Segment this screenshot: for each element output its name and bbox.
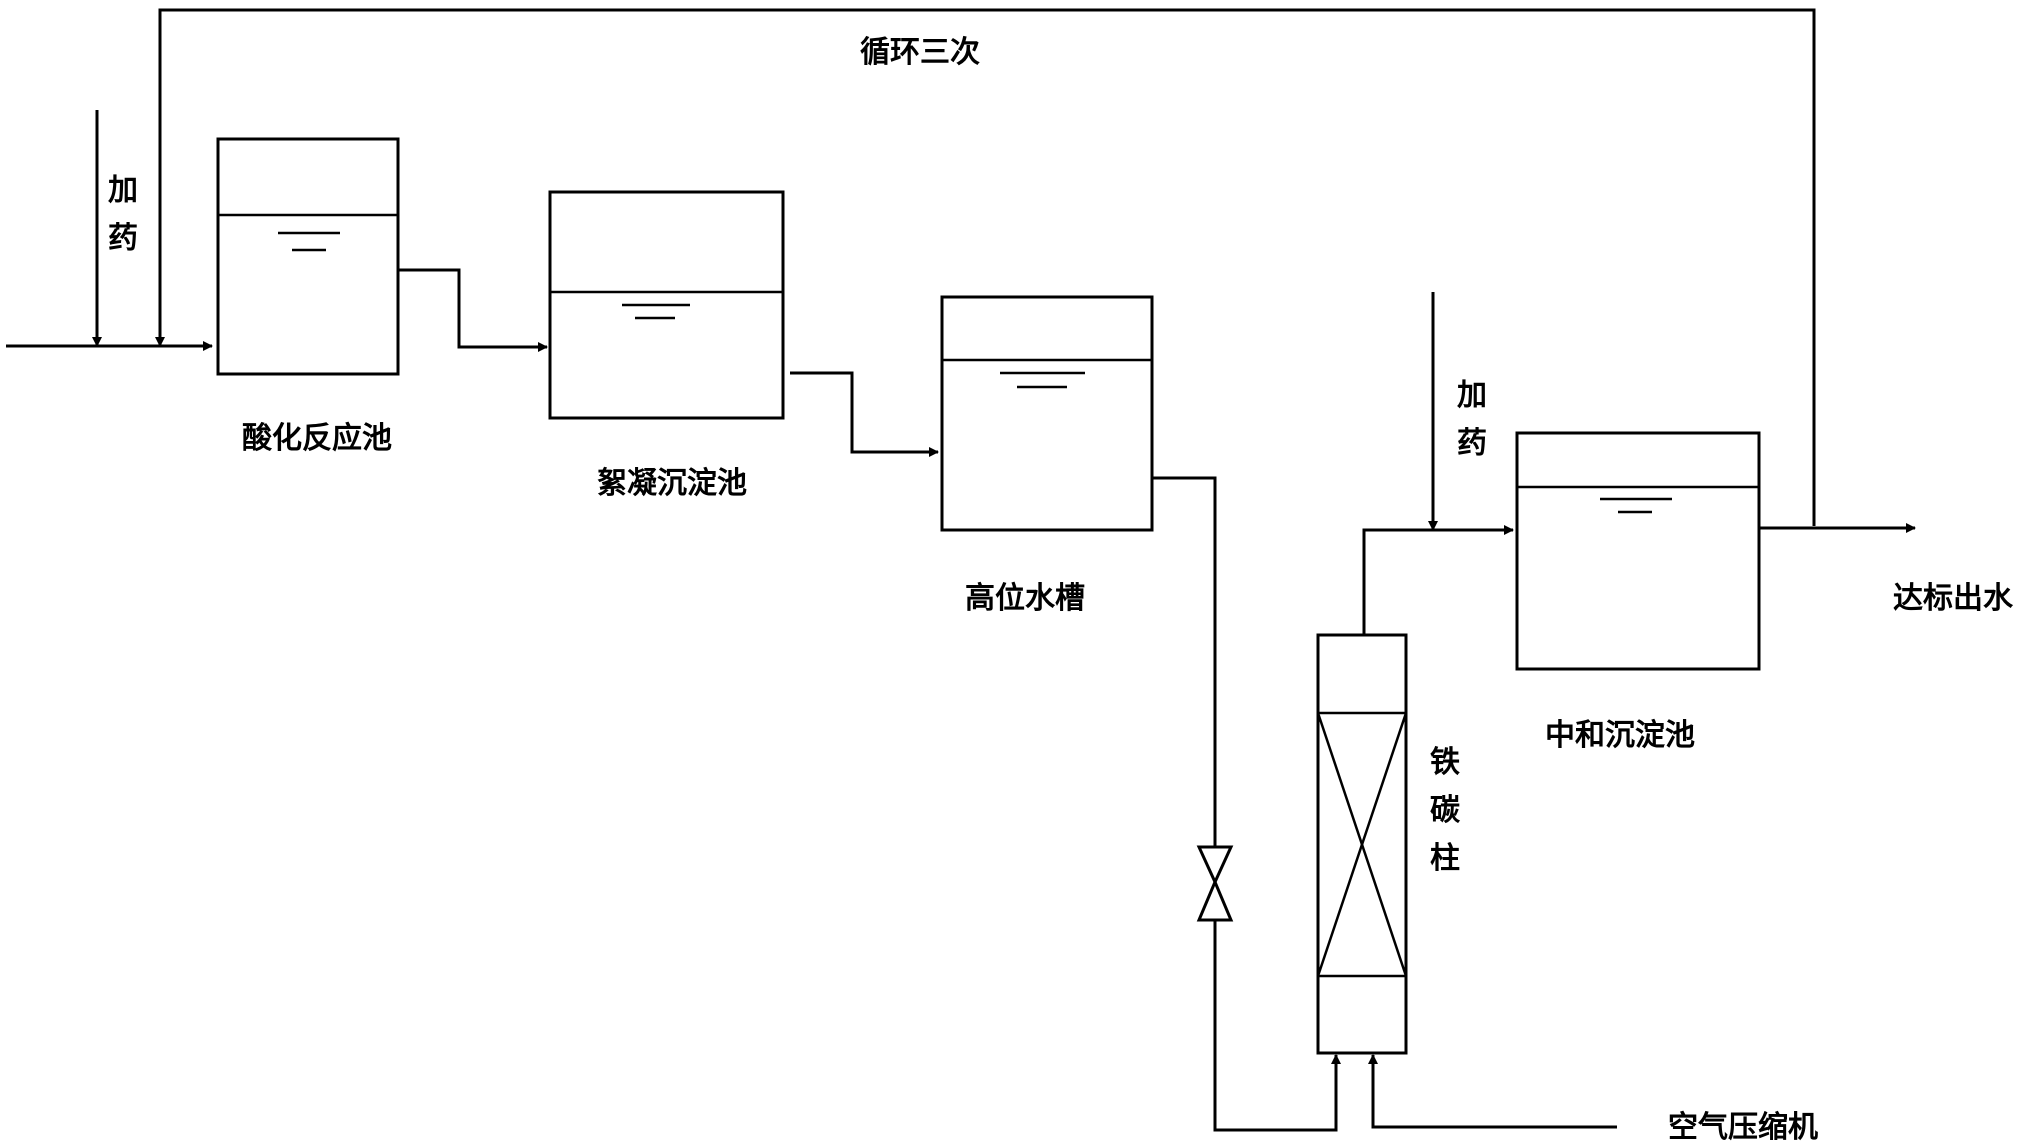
floc-tank — [548, 190, 785, 420]
column-label-3: 柱 — [1430, 841, 1460, 876]
compressor-label: 空气压缩机 — [1668, 1110, 1818, 1145]
air-line — [1368, 1054, 1617, 1129]
dosing-label-1b: 药 — [108, 221, 138, 256]
pipe-head-to-column — [1152, 476, 1341, 1132]
outlet-label: 达标出水 — [1893, 581, 2014, 616]
column-label-1: 铁 — [1430, 745, 1460, 780]
pipe-floc-to-head — [790, 371, 939, 457]
acid-tank-label: 酸化反应池 — [242, 421, 392, 456]
floc-tank-label: 絮凝沉淀池 — [597, 466, 747, 501]
head-tank — [940, 295, 1154, 532]
recycle-line — [155, 8, 1816, 526]
neutral-tank — [1515, 431, 1761, 671]
dosing-label-1a: 加 — [108, 173, 138, 208]
valve — [1196, 845, 1234, 922]
neutral-tank-label: 中和沉淀池 — [1545, 718, 1695, 753]
dosing-label-2b: 药 — [1457, 426, 1487, 461]
recycle-label: 循环三次 — [860, 35, 980, 70]
acid-tank — [216, 137, 400, 376]
head-tank-label: 高位水槽 — [965, 581, 1085, 616]
column-label-2: 碳 — [1430, 793, 1461, 828]
dosing-label-2a: 加 — [1457, 378, 1487, 413]
iron-carbon-column — [1316, 633, 1408, 1055]
pipe-column-to-neutral — [1362, 525, 1514, 635]
pipe-acid-to-floc — [398, 268, 548, 352]
